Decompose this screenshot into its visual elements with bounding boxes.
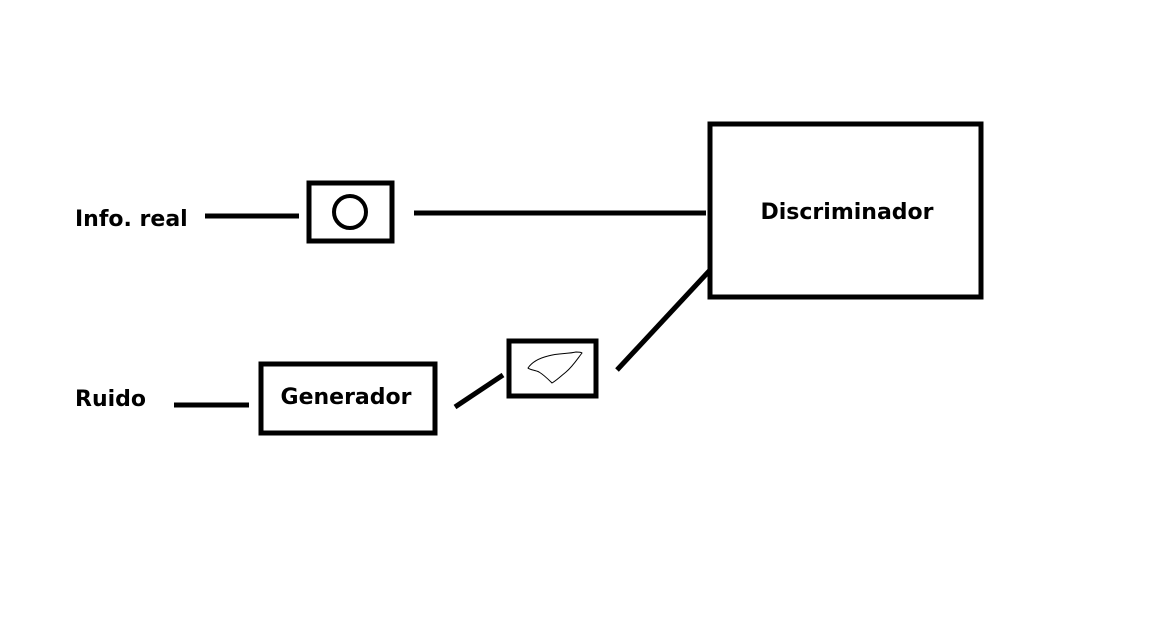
generator-box bbox=[258, 361, 438, 436]
scribble-shape-icon bbox=[527, 351, 583, 384]
generator-label: Generador bbox=[281, 385, 412, 410]
discriminator-box bbox=[707, 121, 984, 300]
real-sample-box bbox=[306, 180, 395, 244]
generator-to-sample-connector bbox=[453, 372, 505, 410]
noise-label: Ruido bbox=[75, 387, 146, 412]
generated-sample-to-discriminator-connector bbox=[615, 267, 713, 372]
generated-sample-box bbox=[506, 338, 599, 399]
real-info-label: Info. real bbox=[75, 207, 188, 232]
circle-icon bbox=[332, 194, 368, 230]
discriminator-label: Discriminador bbox=[760, 200, 933, 225]
